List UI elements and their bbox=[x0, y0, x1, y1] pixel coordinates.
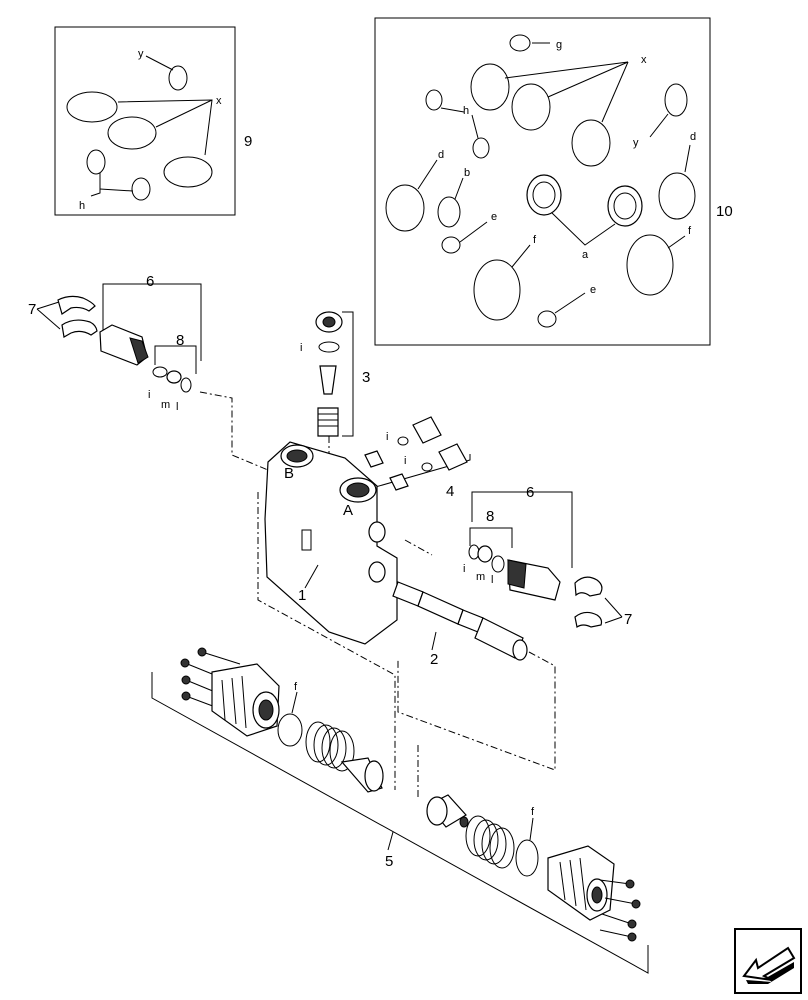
callout-7-left: 7 bbox=[28, 301, 36, 318]
kit10-label-e-top: e bbox=[491, 211, 497, 223]
kit9-label-x: x bbox=[216, 95, 222, 107]
kit10-label-b: b bbox=[464, 167, 470, 179]
cap-spring-group-5: f f bbox=[151, 647, 649, 974]
arrow-back-button[interactable] bbox=[734, 928, 802, 994]
callout-6-left: 6 bbox=[146, 273, 154, 290]
callout-2: 2 bbox=[430, 651, 438, 668]
kit10-label-g: g bbox=[556, 39, 562, 51]
seal-kit-10-box: g x h y d d b e a f f e bbox=[374, 17, 711, 346]
callout-9: 9 bbox=[244, 133, 252, 150]
kit10-label-y: y bbox=[633, 137, 639, 149]
seal-label-f-right-cap: f bbox=[531, 806, 535, 818]
kit10-label-a: a bbox=[582, 249, 589, 261]
seal-label-l-right: l bbox=[491, 574, 493, 586]
callout-7-right: 7 bbox=[624, 611, 632, 628]
callout-3: 3 bbox=[362, 369, 370, 386]
port-mark-a: A bbox=[343, 502, 353, 519]
seal-label-i-check: i bbox=[300, 342, 302, 354]
seal-label-l-left: l bbox=[176, 401, 178, 413]
kit10-label-d-right: d bbox=[690, 131, 696, 143]
port-mark-b: B bbox=[284, 465, 294, 482]
seal-label-i-right: i bbox=[463, 563, 465, 575]
kit9-label-y: y bbox=[138, 48, 144, 60]
callout-8-right: 8 bbox=[486, 508, 494, 525]
spring-left bbox=[305, 721, 355, 772]
seal-kit-9-box: y x h bbox=[54, 26, 236, 216]
seal-label-i-plug-top: i bbox=[386, 431, 388, 443]
kit10-label-h: h bbox=[463, 105, 469, 117]
spool-2: 2 bbox=[392, 581, 528, 668]
arrow-back-icon bbox=[742, 946, 796, 984]
valve-body: B A 1 bbox=[264, 441, 398, 645]
callout-8-left: 8 bbox=[176, 332, 184, 349]
seal-label-f-left-cap: f bbox=[294, 681, 298, 693]
kit10-label-x: x bbox=[641, 54, 647, 66]
spring-right bbox=[465, 815, 515, 869]
callout-4: 4 bbox=[446, 483, 454, 500]
bolts-right bbox=[599, 879, 641, 942]
callout-10: 10 bbox=[716, 203, 733, 220]
kit9-label-h: h bbox=[79, 200, 85, 212]
callout-1: 1 bbox=[298, 587, 306, 604]
right-relief-valve-group: 6 8 7 i m l bbox=[463, 484, 632, 628]
seal-label-i-left: i bbox=[148, 389, 150, 401]
callout-6-right: 6 bbox=[526, 484, 534, 501]
seal-label-m-right: m bbox=[476, 571, 485, 583]
seal-label-i-plug-bottom: i bbox=[404, 455, 406, 467]
seal-label-m-left: m bbox=[161, 399, 170, 411]
kit10-label-e-bottom: e bbox=[590, 284, 596, 296]
kit10-label-f-right: f bbox=[688, 225, 692, 237]
left-relief-valve-group: 6 7 8 i m l bbox=[28, 273, 269, 471]
kit10-label-d-left: d bbox=[438, 149, 444, 161]
callout-5: 5 bbox=[385, 853, 393, 870]
check-valve-group-3: i 3 bbox=[300, 311, 370, 455]
plug-group-4: i i 4 bbox=[364, 416, 471, 500]
kit10-label-f-left: f bbox=[533, 234, 537, 246]
